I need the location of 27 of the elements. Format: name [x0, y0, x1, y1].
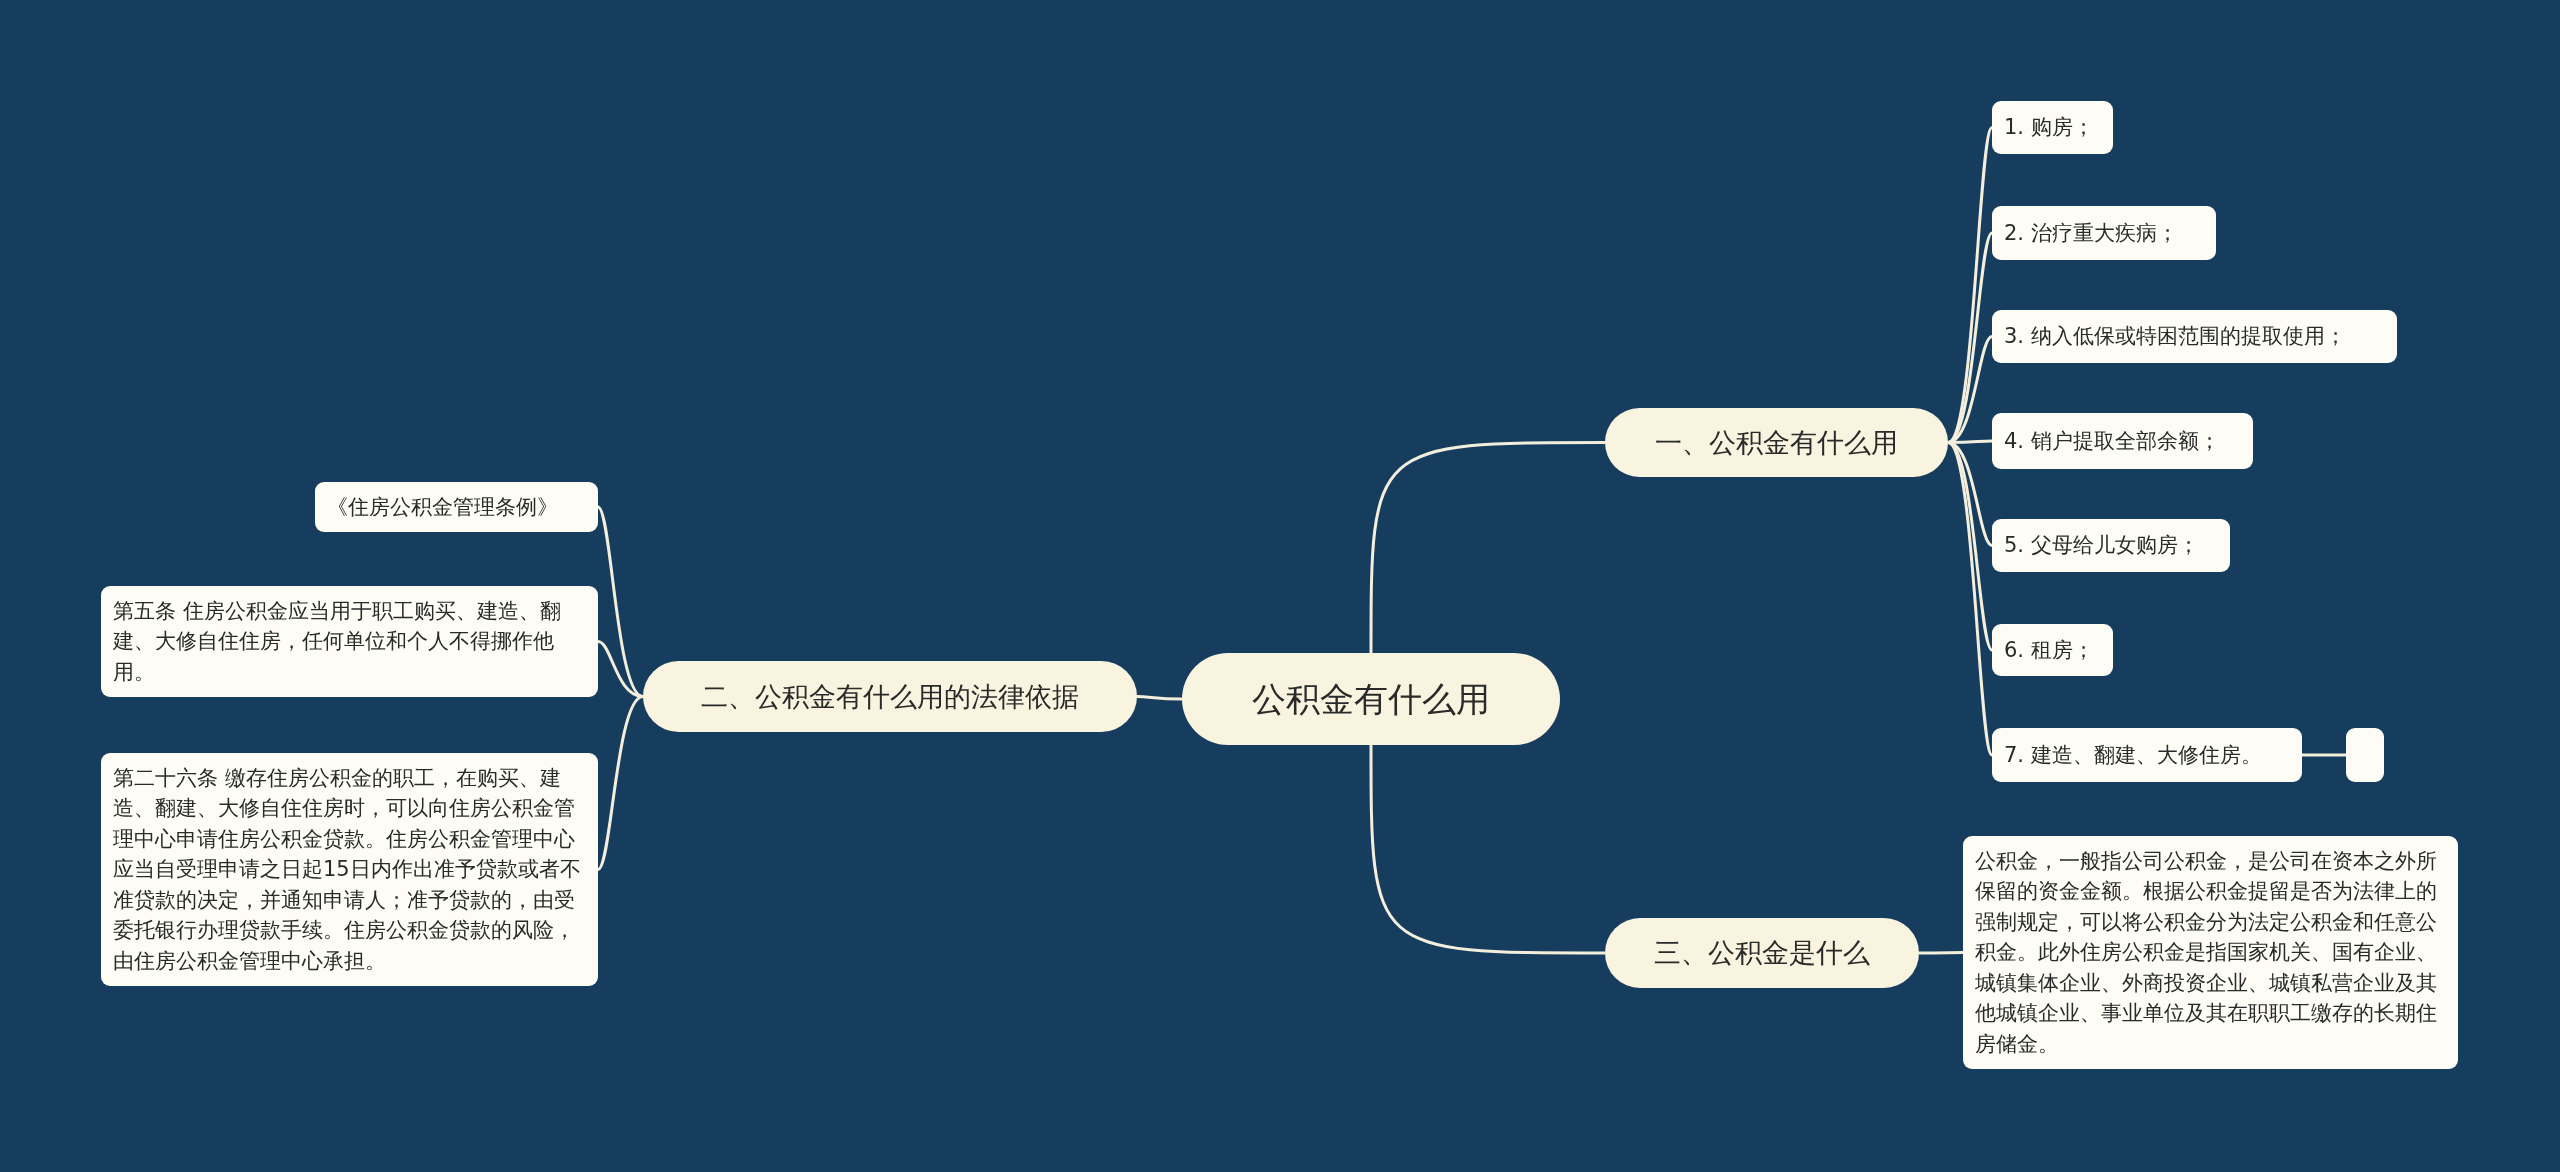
leaf-topic: 6. 租房；	[1992, 624, 2113, 676]
leaf-topic: 7. 建造、翻建、大修住房。	[1992, 728, 2302, 782]
leaf-topic: 《住房公积金管理条例》	[315, 482, 598, 532]
text-card: 第五条 住房公积金应当用于职工购买、建造、翻建、大修自住住房，任何单位和个人不得挪作他用。	[101, 586, 598, 698]
connector-line	[1946, 441, 1994, 756]
connector-line	[2302, 753, 2346, 757]
leaf-topic: 5. 父母给儿女购房；	[1992, 519, 2230, 572]
branch-topic: 二、公积金有什么用的法律依据	[643, 661, 1137, 732]
connector-line	[1919, 951, 1963, 955]
connector-line	[596, 506, 644, 698]
connector-line	[1947, 232, 1994, 444]
connector-line	[1947, 441, 1993, 547]
leaf-topic: 1. 购房；	[1992, 101, 2113, 154]
connector-line	[596, 695, 644, 871]
branch-topic: 三、公积金是什么	[1605, 918, 1919, 988]
leaf-topic: 3. 纳入低保或特困范围的提取使用；	[1992, 310, 2397, 363]
text-card: 第二十六条 缴存住房公积金的职工，在购买、建造、翻建、大修自住住房时，可以向住房公积金管理中心申请住房公积金贷款。住房公积金管理中心应当自受理申请之日起15日内作出准予贷款或者不准贷款的决定，并通知申请人；准予贷款的，由受委托银行办理贷款手续。住房公积金贷款的风险，由住房公积金管理中心承担。	[101, 753, 598, 987]
branch-topic: 一、公积金有什么用	[1605, 408, 1948, 477]
connector-line	[1946, 126, 1994, 444]
connector-line	[1369, 745, 1605, 955]
leaf-topic: 4. 销户提取全部余额；	[1992, 413, 2253, 469]
leaf-topic: 2. 治疗重大疾病；	[1992, 206, 2216, 260]
connector-line	[1369, 441, 1605, 653]
text-card: 公积金，一般指公司公积金，是公司在资本之外所保留的资金金额。根据公积金提留是否为法律上的强制规定，可以将公积金分为法定公积金和任意公积金。此外住房公积金是指国家机关、国有企业、城镇集体企业、外商投资企业、城镇私营企业及其他城镇企业、事业单位及其在职职工缴存的长期住房储金。	[1963, 836, 2458, 1070]
empty-box	[2346, 728, 2384, 782]
connector-line	[1136, 695, 1182, 701]
central-topic: 公积金有什么用	[1182, 653, 1560, 745]
